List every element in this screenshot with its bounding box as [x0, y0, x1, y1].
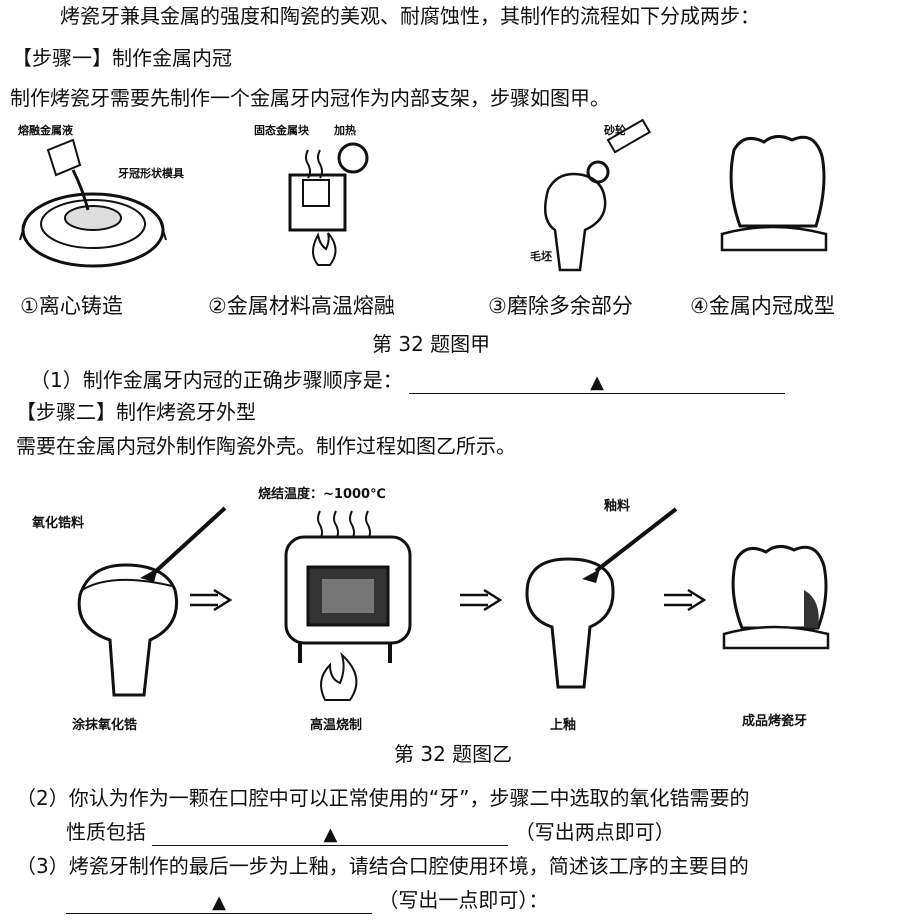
step1-caption-1: ①离心铸造 [20, 294, 123, 318]
solid-metal-label: 固态金属块 [254, 124, 309, 137]
arrow-2 [460, 588, 503, 612]
sinter-temperature-label: 烧结温度：~1000℃ [258, 487, 386, 502]
question-2-line-2: 性质包括 ▲ （写出两点即可） [66, 818, 675, 846]
question-1: （1）制作金属牙内冠的正确步骤顺序是： ▲ [30, 366, 786, 394]
apply-zirconia-figure [77, 506, 227, 697]
intro-text: 烤瓷牙兼具金属的强度和陶瓷的美观、耐腐蚀性，其制作的流程如下分成两步： [60, 4, 760, 28]
question-2-line-1: （2）你认为作为一颗在口腔中可以正常使用的“牙”，步骤二中选取的氧化锆需要的 [16, 786, 750, 810]
figure-b-title: 第 32 题图乙 [394, 742, 513, 766]
kiln-figure [284, 510, 412, 701]
heating-label: 加热 [334, 124, 356, 137]
answer-marker-2: ▲ [323, 824, 338, 845]
step2-caption-3: 上釉 [550, 718, 577, 733]
answer-blank-1[interactable]: ▲ [409, 371, 786, 394]
finished-tooth-figure [722, 545, 830, 650]
step1-caption-2: ②金属材料高温熔融 [208, 294, 395, 318]
answer-marker-1: ▲ [590, 372, 605, 393]
grinding-figure [543, 118, 652, 272]
answer-marker-3: ▲ [212, 892, 226, 913]
question-3-line-1: （3）烤瓷牙制作的最后一步为上釉，请结合口腔使用环境，简述该工序的主要目的 [16, 854, 749, 878]
glaze-label: 釉料 [604, 499, 631, 514]
step1-caption-3: ③磨除多余部分 [488, 294, 633, 318]
step1-description: 制作烤瓷牙需要先制作一个金属牙内冠作为内部支架，步骤如图甲。 [10, 86, 610, 110]
step1-caption-4: ④金属内冠成型 [690, 294, 835, 318]
blank-label: 毛坯 [530, 250, 552, 263]
step2-caption-4: 成品烤瓷牙 [742, 714, 808, 729]
arrow-3 [664, 588, 707, 612]
answer-blank-2[interactable]: ▲ [152, 823, 509, 846]
grinding-wheel-label: 砂轮 [604, 124, 626, 137]
step2-heading: 【步骤二】制作烤瓷牙外型 [16, 400, 256, 424]
step1-heading: 【步骤一】制作金属内冠 [12, 46, 232, 70]
question-2-prefix: 性质包括 [66, 820, 146, 844]
centrifugal-casting-figure [19, 138, 167, 268]
question-2-suffix: （写出两点即可） [514, 820, 675, 844]
question-1-text: （1）制作金属牙内冠的正确步骤顺序是： [30, 368, 403, 392]
question-3-suffix: （写出一点即可）： [378, 888, 549, 912]
zirconia-label: 氧化锆料 [32, 516, 85, 531]
step2-description: 需要在金属内冠外制作陶瓷外壳。制作过程如图乙所示。 [16, 434, 516, 458]
step2-caption-1: 涂抹氧化锆 [72, 718, 138, 733]
molten-metal-label: 熔融金属液 [18, 124, 73, 137]
glazing-figure [525, 507, 678, 689]
answer-blank-3[interactable]: ▲ [66, 891, 372, 914]
question-3-line-2: ▲ （写出一点即可）： [66, 886, 548, 914]
melting-figure [288, 142, 369, 266]
step2-caption-2: 高温烧制 [310, 718, 363, 733]
mold-label: 牙冠形状模具 [118, 167, 184, 180]
figure-a-title: 第 32 题图甲 [372, 332, 491, 356]
metal-crown-figure [720, 135, 828, 252]
arrow-1 [190, 588, 233, 612]
